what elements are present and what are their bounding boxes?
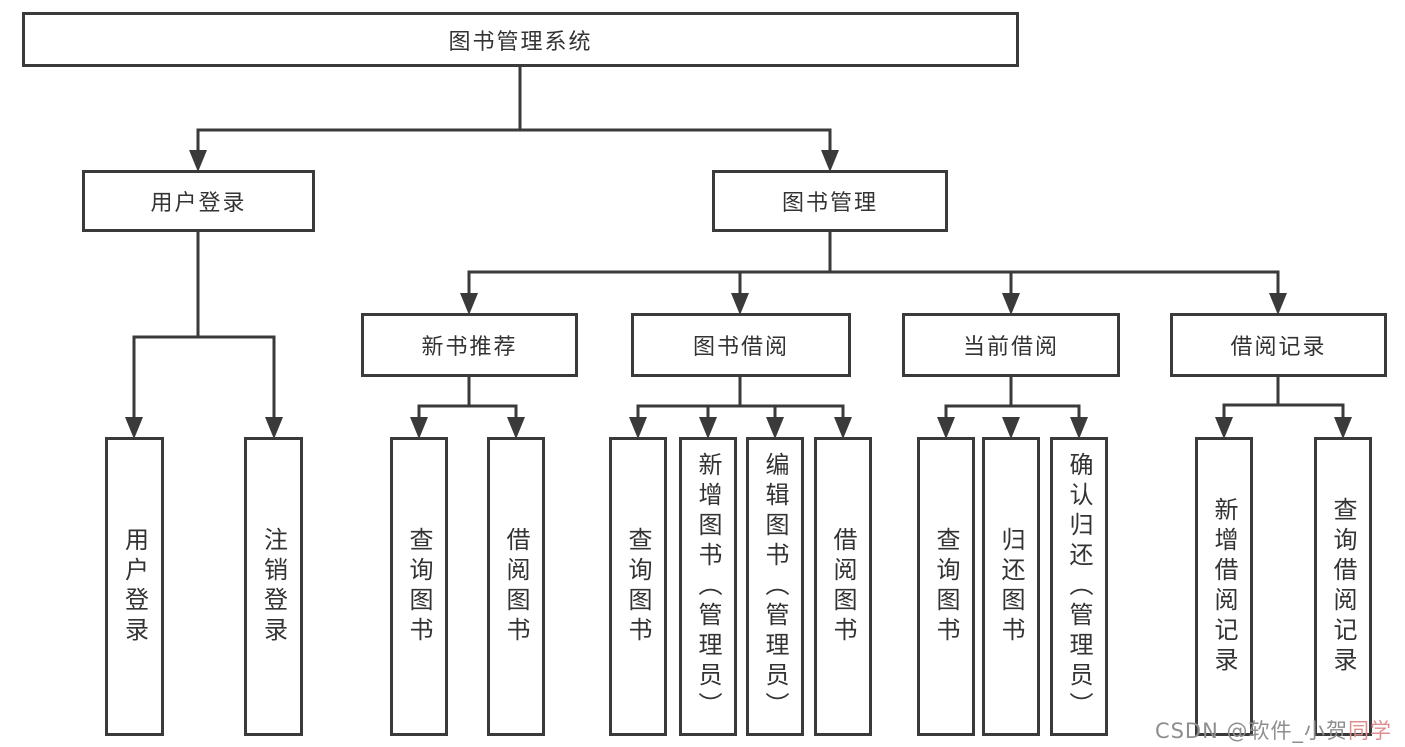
leaf-borrow-book-recommend: 借阅图书 (487, 437, 545, 736)
leaf-logout: 注销登录 (244, 437, 303, 736)
node-current-borrow: 当前借阅 (902, 313, 1120, 377)
leaf-add-borrow-record: 新增借阅记录 (1195, 437, 1253, 736)
csdn-watermark: CSDN @软件_小贺同学 (1155, 715, 1392, 745)
leaf-return-book: 归还图书 (982, 437, 1040, 736)
leaf-query-borrow-record: 查询借阅记录 (1314, 437, 1372, 736)
leaf-query-book-borrow: 查询图书 (609, 437, 667, 736)
leaf-confirm-return-admin: 确认归还（管理员） (1050, 437, 1108, 736)
leaf-query-book-recommend: 查询图书 (390, 437, 448, 736)
leaf-user-login: 用户登录 (105, 437, 164, 736)
node-new-book-recommend: 新书推荐 (361, 313, 578, 377)
node-borrow-record: 借阅记录 (1170, 313, 1387, 377)
node-book-management: 图书管理 (712, 170, 948, 232)
csdn-watermark-text: CSDN @软件_小贺 (1154, 719, 1348, 743)
arrowhead-icons (125, 150, 1352, 439)
node-root-library-system: 图书管理系统 (22, 12, 1019, 67)
leaf-add-book-admin: 新增图书（管理员） (679, 437, 737, 736)
leaf-edit-book-admin: 编辑图书（管理员） (746, 437, 804, 736)
csdn-watermark-accent: 同学 (1348, 719, 1392, 743)
leaf-query-book-current: 查询图书 (917, 437, 975, 736)
node-user-login: 用户登录 (82, 170, 315, 232)
connector-lines (132, 65, 1345, 420)
node-book-borrow: 图书借阅 (631, 313, 851, 377)
leaf-borrow-book: 借阅图书 (814, 437, 872, 736)
